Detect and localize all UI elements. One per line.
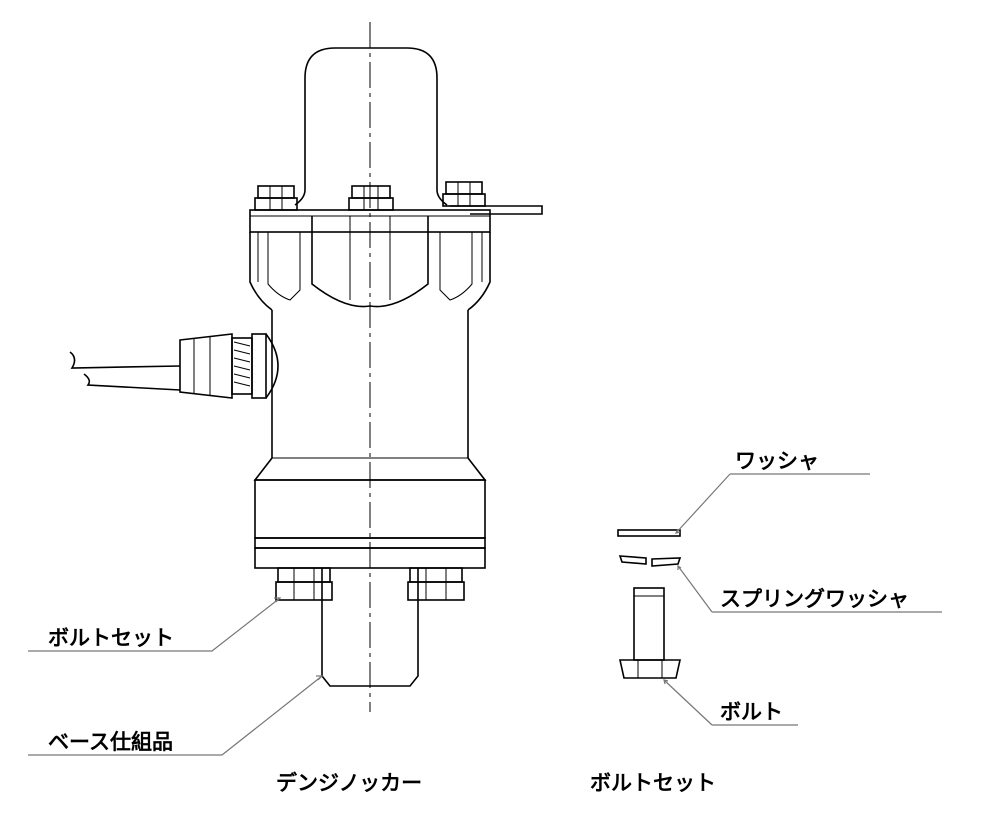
label-bolt-set-left: ボルトセット	[48, 626, 174, 650]
bottom-bolts	[275, 567, 465, 601]
caption-main-unit: デンジノッカー	[276, 771, 422, 795]
bolt-part	[619, 587, 681, 679]
label-base-assembly: ベース仕組品	[48, 730, 173, 754]
spring-washer-part	[618, 555, 682, 567]
cable-gland	[69, 333, 279, 399]
label-spring-washer: スプリングワッシャ	[720, 587, 909, 611]
knocker-assembly	[69, 22, 543, 712]
leader-lines	[28, 473, 942, 756]
terminal-plate	[450, 205, 543, 215]
bolt-set-parts	[617, 529, 682, 679]
label-bolt: ボルト	[720, 700, 783, 724]
washer-part	[617, 529, 681, 537]
caption-bolt-set: ボルトセット	[590, 771, 716, 795]
label-washer: ワッシャ	[735, 449, 819, 473]
top-bolt-heads	[254, 181, 486, 211]
top-cap	[294, 47, 448, 206]
